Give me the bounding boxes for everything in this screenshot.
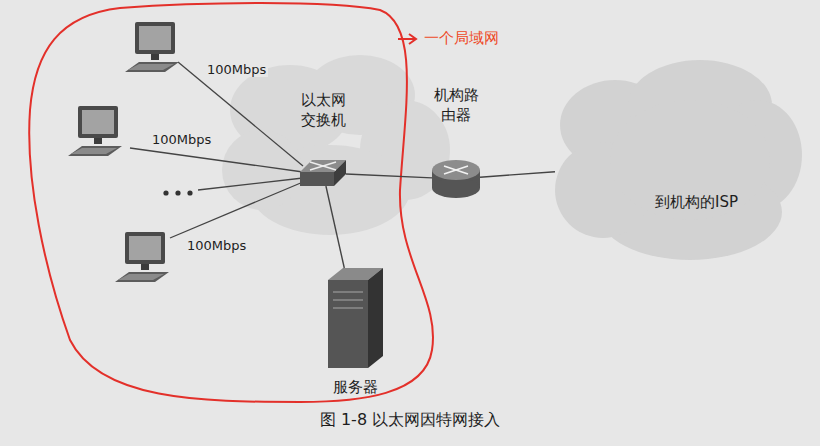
computer-icon xyxy=(68,106,122,156)
annotation-arrow xyxy=(398,34,416,44)
node-label: 以太网交换机 xyxy=(301,91,346,130)
switch-icon xyxy=(300,160,346,186)
lan-outline xyxy=(29,3,433,402)
router-icon xyxy=(432,160,480,198)
link-speed: 100Mbps xyxy=(205,62,268,77)
figure-caption: 图 1-8 以太网因特网接入 xyxy=(0,410,820,431)
isp-cloud: 到机构的ISP xyxy=(555,60,805,265)
server: 服务器 xyxy=(328,268,383,368)
node-label: 服务器 xyxy=(333,378,378,398)
computer-icon xyxy=(125,22,179,72)
annotation-note: 一个局域网 xyxy=(422,29,501,48)
link-speed: 100Mbps xyxy=(185,238,248,253)
host-wires xyxy=(130,62,303,238)
node-label: 到机构的ISP xyxy=(655,193,738,213)
link-speed: 100Mbps xyxy=(150,132,213,147)
network-link xyxy=(480,172,555,178)
node-label: 机构路由器 xyxy=(434,86,479,125)
ethernet-switch: 以太网交换机 xyxy=(300,160,346,186)
network-link xyxy=(346,174,432,178)
computer-icon xyxy=(115,232,169,282)
isp-cloud-shape xyxy=(555,60,802,260)
ellipsis-dots xyxy=(163,190,192,195)
network-link xyxy=(326,186,344,268)
server-icon xyxy=(328,268,383,368)
network-cloud xyxy=(222,55,450,235)
institution-router: 机构路由器 xyxy=(432,160,480,198)
